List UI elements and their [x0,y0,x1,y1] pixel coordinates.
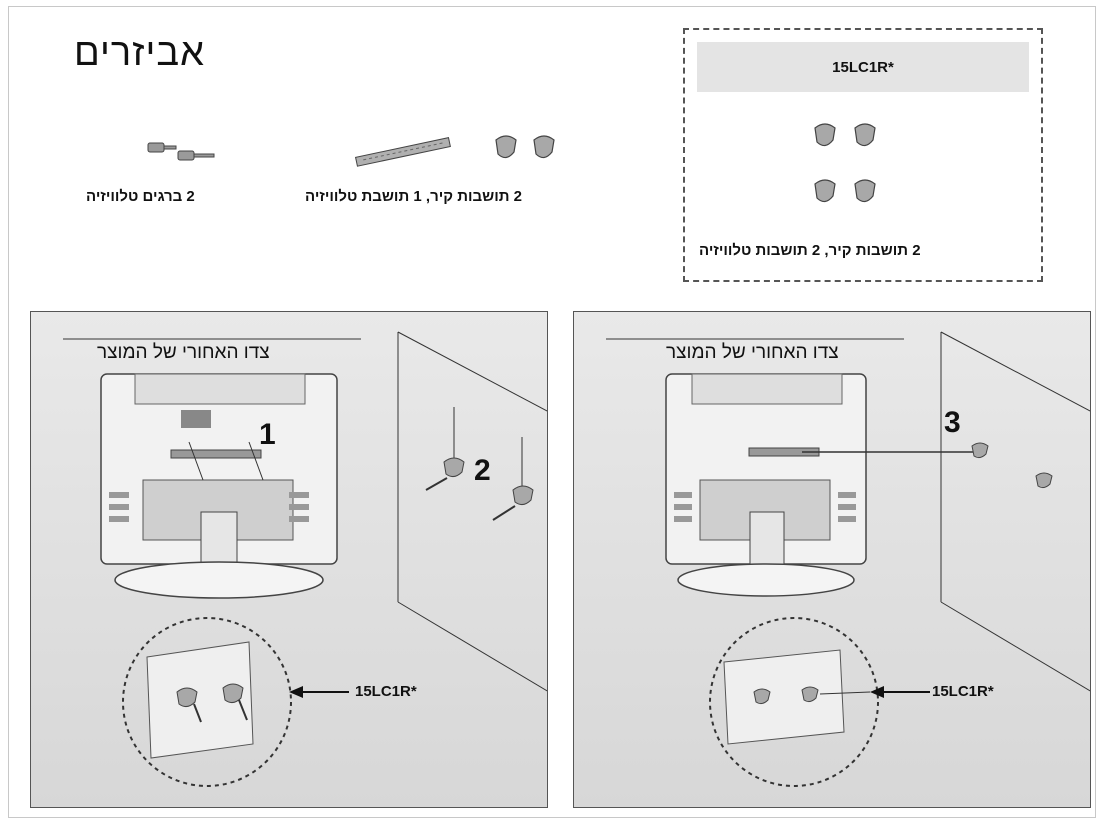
left-panel-title: צדו האחורי של המוצר [97,342,270,363]
right-panel-illustration [606,331,1090,787]
right-instruction-panel: צדו האחורי של המוצר 3 15LC1R* [573,311,1091,808]
model-label: 15LC1R* [697,42,1029,92]
right-panel-title: צדו האחורי של המוצר [666,342,839,363]
right-callout-model: 15LC1R* [932,683,994,700]
model-box-label: 2 תושבות קיר, 2 תושבות טלוויזיה [699,242,921,259]
step-1-label: 1 [259,418,276,451]
left-panel-illustration [63,331,547,787]
page-title: אביזרים [74,32,205,74]
step-3-label: 3 [944,406,961,439]
step-2-label: 2 [474,454,491,487]
accessory-brackets-label: 2 תושבות קיר, 1 תושבת טלוויזיה [305,188,523,205]
left-callout-model: 15LC1R* [355,683,417,700]
model-box: 15LC1R* 2 תושבות קיר, 2 תושבות טלוויזיה [683,28,1043,282]
left-instruction-panel: צדו האחורי של המוצר 1 2 15LC1R* [30,311,548,808]
accessory-screws-label: 2 ברגים טלוויזיה [86,188,195,205]
